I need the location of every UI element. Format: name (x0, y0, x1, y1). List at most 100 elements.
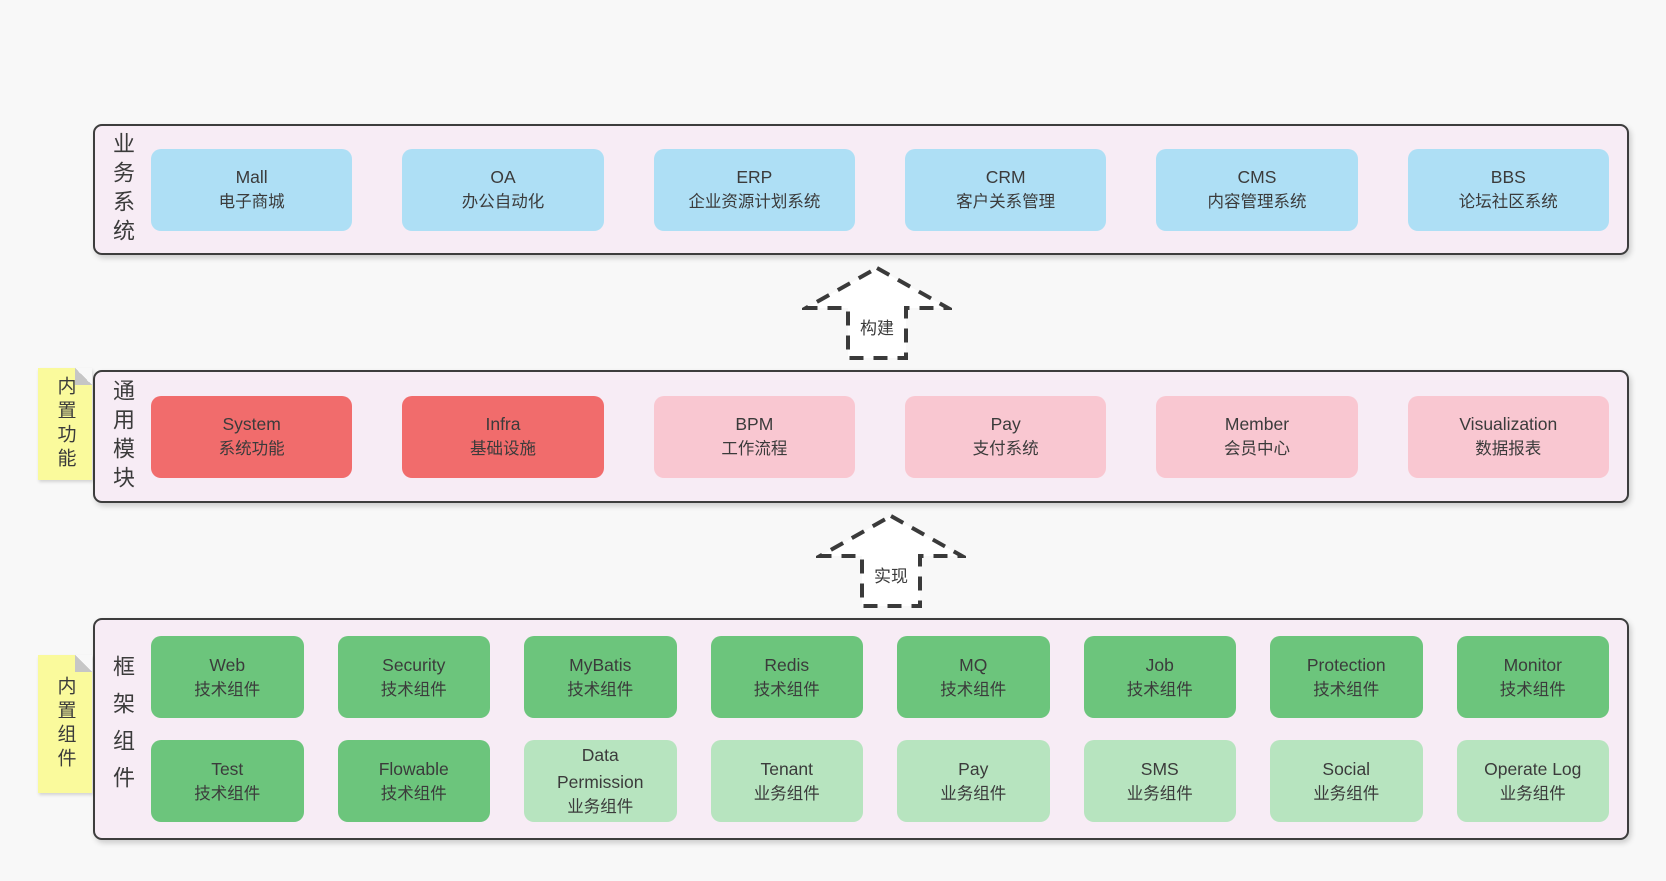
box-redis: Redis 技术组件 (710, 636, 863, 718)
box-social: Social 业务组件 (1270, 740, 1423, 822)
box-subtitle: 技术组件 (194, 680, 261, 699)
box-test: Test 技术组件 (151, 740, 304, 822)
box-title: MyBatis (569, 654, 632, 675)
box-subtitle: 论坛社区系统 (1458, 193, 1558, 212)
box-title: CRM (985, 167, 1026, 187)
box-title: Social (1322, 758, 1371, 779)
framework-components-row-1: Web 技术组件 Security 技术组件 MyBatis 技术组件 Redi… (151, 636, 1609, 718)
layer-framework-components: 框架组件 Web 技术组件 Security 技术组件 MyBatis 技术组件… (93, 618, 1629, 840)
box-erp: ERP 企业资源计划系统 (653, 148, 855, 231)
box-oa: OA 办公自动化 (402, 148, 604, 231)
box-cms: CMS 内容管理系统 (1156, 148, 1358, 231)
box-title: OA (490, 167, 516, 187)
sticky-note-builtin-features: 内置功能 (38, 368, 92, 480)
box-subtitle: 业务组件 (1313, 784, 1380, 803)
box-subtitle: 工作流程 (721, 440, 788, 459)
up-block-arrow-icon (812, 513, 970, 608)
box-title: Web (209, 654, 246, 675)
box-subtitle: 支付系统 (972, 440, 1039, 459)
box-title: CMS (1237, 167, 1277, 187)
box-title: MQ (959, 654, 988, 675)
box-title: BPM (735, 414, 774, 434)
box-title: SMS (1140, 758, 1179, 779)
box-security: Security 技术组件 (337, 636, 490, 718)
box-subtitle: 技术组件 (753, 680, 820, 699)
box-crm: CRM 客户关系管理 (904, 148, 1107, 231)
box-title: Visualization (1459, 414, 1558, 434)
box-subtitle: 技术组件 (1126, 680, 1193, 699)
box-subtitle: 技术组件 (380, 784, 447, 803)
box-subtitle: 数据报表 (1475, 440, 1542, 459)
box-subtitle: 技术组件 (567, 680, 634, 699)
box-subtitle: 业务组件 (1126, 784, 1193, 803)
box-subtitle: 电子商城 (218, 193, 285, 212)
build-arrow-label: 构建 (857, 314, 897, 339)
box-mybatis: MyBatis 技术组件 (524, 636, 677, 718)
box-subtitle: 内容管理系统 (1207, 193, 1307, 212)
box-visualization: Visualization 数据报表 (1407, 395, 1609, 478)
box-system: System 系统功能 (151, 395, 353, 478)
box-title: Pay (990, 414, 1021, 434)
box-monitor: Monitor 技术组件 (1456, 636, 1609, 718)
box-protection: Protection 技术组件 (1270, 636, 1423, 718)
common-modules-boxes: System 系统功能 Infra 基础设施 BPM 工作流程 Pay 支付系统… (149, 372, 1627, 501)
implement-arrow: 实现 (812, 512, 970, 610)
box-data-permission: Data Permission 业务组件 (524, 740, 677, 822)
box-operate-log: Operate Log 业务组件 (1456, 740, 1609, 822)
box-tenant: Tenant 业务组件 (710, 740, 863, 822)
box-title: System (222, 414, 281, 434)
sticky-note-builtin-components: 内置组件 (38, 655, 92, 793)
box-title: Operate Log (1484, 758, 1582, 779)
framework-components-grid: Web 技术组件 Security 技术组件 MyBatis 技术组件 Redi… (149, 620, 1627, 838)
box-subtitle: 技术组件 (1499, 680, 1566, 699)
box-title: Flowable (378, 758, 449, 779)
box-title: BBS (1490, 167, 1526, 187)
box-subtitle: 企业资源计划系统 (688, 193, 821, 212)
box-title: Redis (764, 654, 810, 675)
box-title: ERP (736, 167, 773, 187)
box-subtitle: 技术组件 (1313, 680, 1380, 699)
framework-components-row-2: Test 技术组件 Flowable 技术组件 Data Permission … (151, 740, 1609, 822)
box-subtitle: 技术组件 (380, 680, 447, 699)
box-subtitle: 基础设施 (469, 440, 536, 459)
box-pay-module: Pay 支付系统 (904, 395, 1107, 478)
up-block-arrow-icon (798, 265, 956, 360)
layer-business-systems: 业务系统 Mall 电子商城 OA 办公自动化 ERP 企业资源计划系统 CRM… (93, 124, 1629, 255)
box-title: Pay (958, 758, 989, 779)
business-systems-boxes: Mall 电子商城 OA 办公自动化 ERP 企业资源计划系统 CRM 客户关系… (149, 126, 1627, 253)
box-subtitle: 客户关系管理 (956, 193, 1056, 212)
box-subtitle: 业务组件 (567, 797, 634, 816)
box-subtitle: 技术组件 (194, 784, 261, 803)
box-web: Web 技术组件 (151, 636, 304, 718)
box-subtitle: 系统功能 (218, 440, 285, 459)
layer-label-business-systems: 业务系统 (110, 131, 135, 248)
box-subtitle: 技术组件 (940, 680, 1007, 699)
implement-arrow-label: 实现 (871, 562, 911, 587)
box-infra: Infra 基础设施 (402, 395, 604, 478)
box-sms: SMS 业务组件 (1083, 740, 1236, 822)
box-subtitle: 业务组件 (753, 784, 820, 803)
box-pay-component: Pay 业务组件 (897, 740, 1050, 822)
box-title: Member (1224, 414, 1290, 434)
box-title: Protection (1306, 654, 1386, 675)
box-subtitle: 会员中心 (1223, 440, 1290, 459)
box-title: Monitor (1503, 654, 1562, 675)
box-mq: MQ 技术组件 (897, 636, 1050, 718)
box-title: Infra (485, 414, 521, 434)
layer-label-framework-components: 框架组件 (110, 655, 135, 803)
box-job: Job 技术组件 (1083, 636, 1236, 718)
box-title: Data Permission (556, 745, 644, 792)
box-title: Job (1145, 654, 1174, 675)
box-bbs: BBS 论坛社区系统 (1407, 148, 1609, 231)
box-flowable: Flowable 技术组件 (337, 740, 490, 822)
layer-label-common-modules: 通用模块 (110, 378, 135, 495)
box-subtitle: 业务组件 (940, 784, 1007, 803)
box-subtitle: 办公自动化 (461, 193, 545, 212)
build-arrow: 构建 (798, 264, 956, 362)
box-bpm: BPM 工作流程 (653, 395, 855, 478)
box-title: Mall (235, 167, 268, 187)
box-mall: Mall 电子商城 (151, 148, 353, 231)
box-subtitle: 业务组件 (1499, 784, 1566, 803)
box-title: Tenant (760, 758, 814, 779)
layer-common-modules: 通用模块 System 系统功能 Infra 基础设施 BPM 工作流程 Pay… (93, 370, 1629, 503)
